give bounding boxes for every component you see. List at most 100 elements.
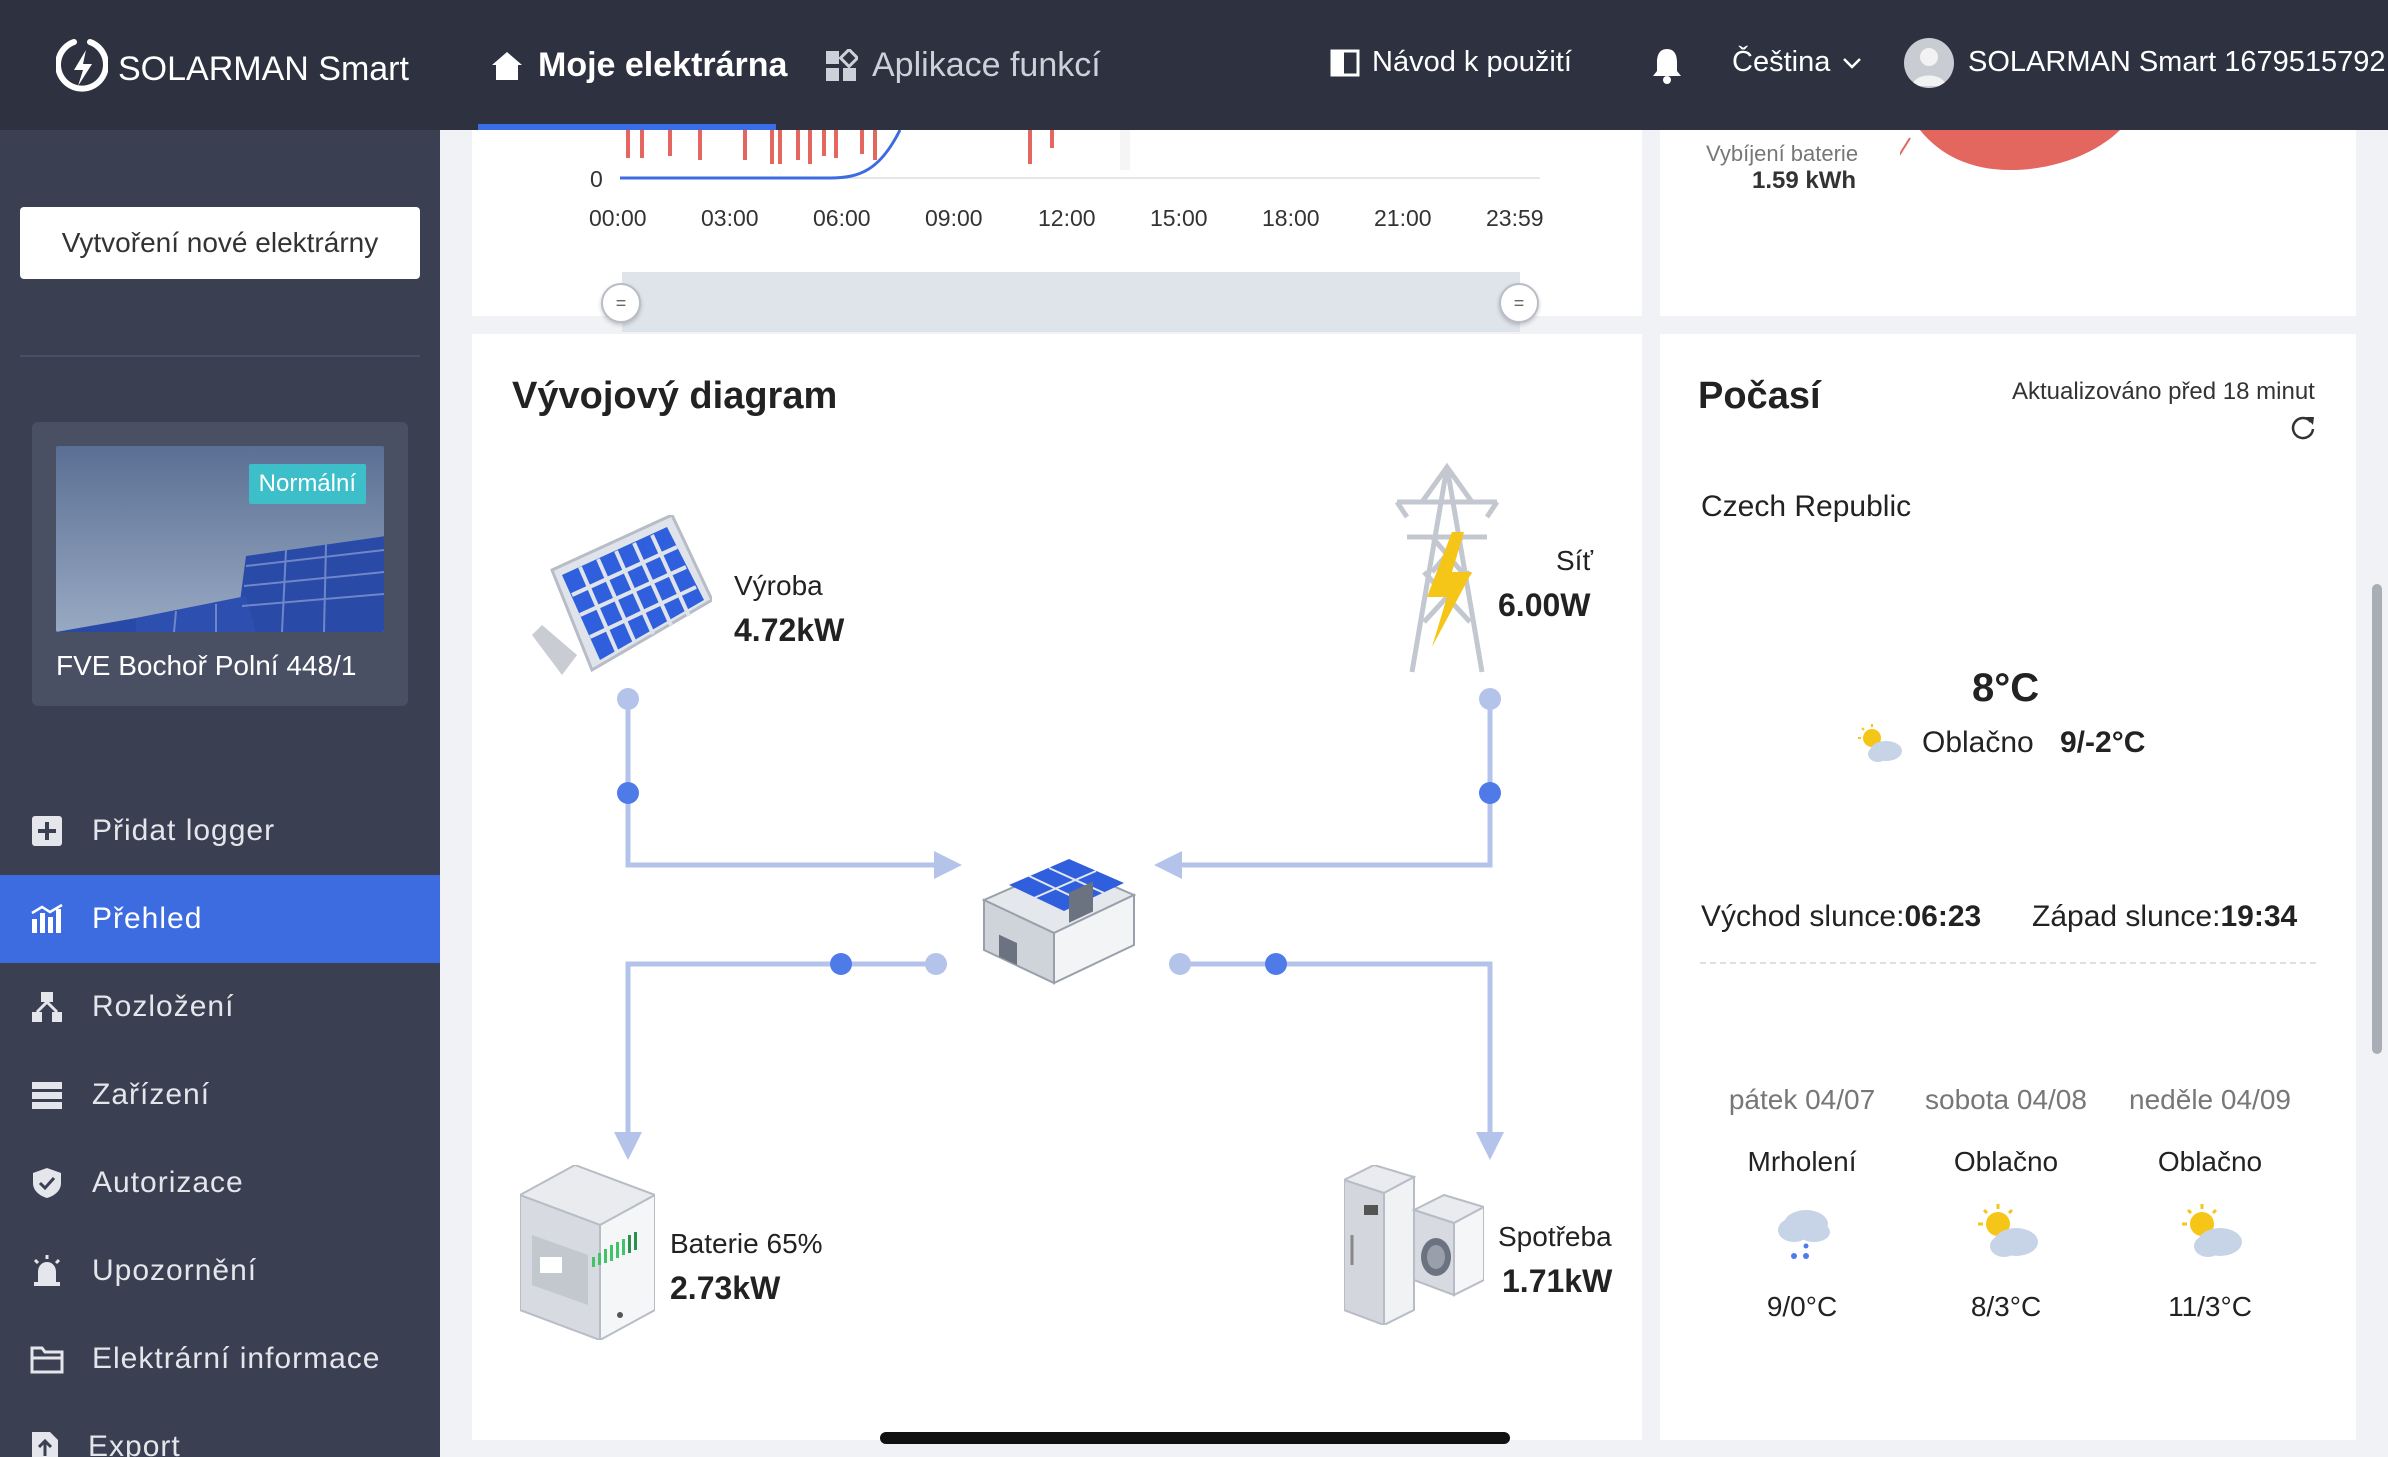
- current-temperature: 8°C: [1972, 666, 2040, 710]
- consumption-label: Spotřeba: [1498, 1221, 1612, 1252]
- sidebar-item-add-logger[interactable]: Přidat logger: [0, 787, 440, 875]
- page-scrollbar[interactable]: [2372, 584, 2382, 1054]
- sunset-label: Západ slunce:: [2032, 900, 2221, 933]
- sidebar-item-devices[interactable]: Zařízení: [0, 1051, 440, 1139]
- manual-label: Návod k použití: [1372, 46, 1572, 78]
- tab-label: Moje elektrárna: [538, 46, 788, 84]
- sidebar-item-label: Elektrární informace: [92, 1342, 381, 1375]
- current-condition: Oblačno: [1922, 726, 2034, 759]
- forecast-temperature: 11/3°C: [2168, 1291, 2252, 1322]
- x-tick: 18:00: [1262, 205, 1320, 231]
- folder-icon: [30, 1346, 64, 1374]
- forecast-day: sobota 04/08: [1925, 1084, 2087, 1115]
- sidebar-item-layout[interactable]: Rozložení: [0, 963, 440, 1051]
- weather-location: Czech Republic: [1701, 490, 1912, 523]
- production-bars: [626, 130, 1054, 164]
- sidebar-item-label: Rozložení: [92, 990, 235, 1023]
- forecast-condition: Oblačno: [2157, 1146, 2263, 1177]
- sidebar-item-overview[interactable]: Přehled: [0, 875, 440, 963]
- solarman-logo-icon[interactable]: [56, 36, 108, 96]
- sidebar-item-plant-info[interactable]: Elektrární informace: [0, 1315, 440, 1403]
- x-tick: 15:00: [1150, 205, 1208, 231]
- tab-label: Aplikace funkcí: [872, 46, 1101, 84]
- manual-link[interactable]: Návod k použití: [1330, 46, 1572, 79]
- grid-label: Síť: [1556, 545, 1593, 576]
- x-tick: 09:00: [925, 205, 983, 231]
- x-tick: 21:00: [1374, 205, 1432, 231]
- sidebar-item-label: Upozornění: [92, 1254, 258, 1287]
- battery-discharge-label: Vybíjení baterie: [1706, 141, 1859, 166]
- production-value: 4.72kW: [734, 612, 845, 648]
- user-name[interactable]: SOLARMAN Smart 1679515792: [1968, 46, 2386, 78]
- sidebar: Vytvoření nové elektrárny: [0, 130, 440, 1457]
- devices-icon: [32, 1082, 62, 1109]
- sidebar-item-label: Export: [88, 1430, 181, 1457]
- plant-photo: Normální: [56, 446, 384, 632]
- sidebar-item-label: Autorizace: [92, 1166, 244, 1199]
- consumption-value: 1.71kW: [1502, 1263, 1613, 1299]
- forecast-condition: Mrholení: [1747, 1146, 1857, 1177]
- language-select[interactable]: Čeština: [1732, 46, 1862, 79]
- sidebar-item-label: Zařízení: [92, 1078, 211, 1111]
- shield-icon: [33, 1168, 61, 1198]
- home-indicator[interactable]: [880, 1432, 1510, 1444]
- sidebar-item-label: Přidat logger: [92, 814, 276, 847]
- x-tick: 12:00: [1038, 205, 1096, 231]
- home-icon: [492, 51, 522, 80]
- battery-label: Baterie 65%: [670, 1228, 823, 1259]
- slider-handle-right[interactable]: =: [1499, 283, 1539, 323]
- apps-icon: [826, 48, 858, 81]
- production-label: Výroba: [734, 570, 823, 601]
- top-header: SOLARMAN Smart Moje elektrárna Aplikace …: [0, 0, 2388, 130]
- flow-lines: [614, 688, 1504, 1160]
- chart-icon: [31, 903, 63, 933]
- active-tab-indicator: [478, 124, 776, 130]
- sunset-time: 19:34: [2220, 900, 2298, 933]
- sidebar-item-alerts[interactable]: Upozornění: [0, 1227, 440, 1315]
- x-tick: 23:59: [1486, 205, 1544, 231]
- house-icon: [981, 859, 1137, 985]
- forecast-day: neděle 04/09: [2129, 1084, 2291, 1115]
- x-tick: 00:00: [589, 205, 647, 231]
- refresh-icon[interactable]: [2290, 414, 2316, 440]
- grid-value: 6.00W: [1498, 587, 1591, 623]
- sunrise-time: 06:23: [1904, 900, 1982, 933]
- avatar[interactable]: [1904, 38, 1954, 88]
- battery-value: 2.73kW: [670, 1270, 781, 1306]
- forecast-condition: Oblačno: [1953, 1146, 2059, 1177]
- sunrise-info: Východ slunce:06:23: [1701, 900, 1981, 934]
- forecast-temperature: 8/3°C: [1970, 1291, 2042, 1322]
- brand-name[interactable]: SOLARMAN Smart: [118, 50, 409, 88]
- plant-name: FVE Bochoř Polní 448/1: [56, 650, 357, 681]
- layout-icon: [32, 992, 62, 1022]
- battery-pie-chart: [1900, 130, 2120, 170]
- sidebar-divider: [20, 355, 420, 357]
- y-tick-zero: 0: [590, 166, 603, 192]
- bell-icon[interactable]: [1650, 46, 1684, 84]
- sidebar-item-authorization[interactable]: Autorizace: [0, 1139, 440, 1227]
- user-icon: [1912, 48, 1946, 86]
- weather-divider: [1700, 962, 2316, 964]
- weather-updated: Aktualizováno před 18 minut: [2012, 378, 2315, 405]
- sidebar-item-label: Přehled: [92, 902, 203, 935]
- grid-tower-icon: [1394, 462, 1500, 673]
- partly-cloudy-icon: [1978, 1204, 2038, 1257]
- chart-range-slider[interactable]: [622, 272, 1520, 332]
- appliances-icon: [1344, 1165, 1484, 1325]
- battery-icon: [520, 1165, 655, 1340]
- slider-handle-left[interactable]: =: [601, 283, 641, 323]
- forecast-day: pátek 04/07: [1728, 1084, 1876, 1115]
- partly-cloudy-icon: [1858, 724, 1902, 762]
- tab-my-plant[interactable]: Moje elektrárna: [490, 46, 787, 85]
- tab-apps[interactable]: Aplikace funkcí: [824, 46, 1101, 85]
- forecast-temperature: 9/0°C: [1766, 1291, 1838, 1322]
- sunset-info: Západ slunce:19:34: [2032, 900, 2297, 934]
- create-plant-button[interactable]: Vytvoření nové elektrárny: [20, 207, 420, 279]
- book-icon: [1330, 49, 1360, 76]
- current-range: 9/-2°C: [2060, 726, 2146, 759]
- language-label: Čeština: [1732, 46, 1831, 78]
- sidebar-item-export[interactable]: Export: [0, 1403, 440, 1457]
- flow-diagram-title: Vývojový diagram: [512, 375, 838, 417]
- status-badge: Normální: [248, 464, 366, 504]
- plant-card[interactable]: Normální FVE Bochoř Polní 448/1: [32, 422, 408, 706]
